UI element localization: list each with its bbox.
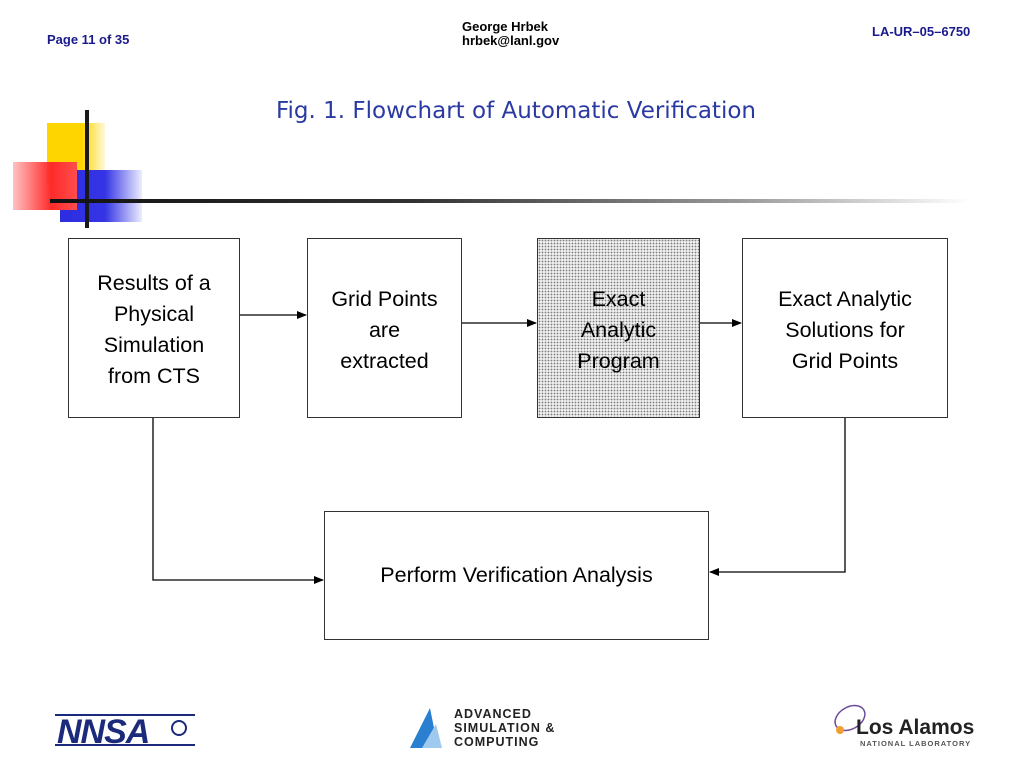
- nnsa-logo: NNSA: [55, 713, 195, 751]
- author-name: George Hrbek: [462, 19, 548, 34]
- asc-line3: COMPUTING: [454, 735, 539, 749]
- los-alamos-logo: Los Alamos NATIONAL LABORATORY: [834, 704, 974, 748]
- page-number: Page 11 of 35: [47, 32, 130, 47]
- node-perform-verification: Perform Verification Analysis: [324, 511, 709, 640]
- decor-vertical-rule: [85, 110, 89, 228]
- asc-logo: ADVANCED SIMULATION & COMPUTING: [410, 707, 555, 749]
- decor-horizontal-rule: [50, 199, 970, 203]
- node-results-of-simulation: Results of a Physical Simulation from CT…: [68, 238, 240, 418]
- nnsa-logo-text: NNSA: [57, 713, 149, 751]
- figure-title: Fig. 1. Flowchart of Automatic Verificat…: [275, 98, 756, 124]
- node-grid-points-extracted: Grid Points are extracted: [307, 238, 462, 418]
- node-label: Perform Verification Analysis: [380, 563, 653, 587]
- node-exact-analytic-program: Exact Analytic Program: [537, 238, 700, 418]
- arrow-results-to-perform: [152, 418, 324, 584]
- lanl-subtitle: NATIONAL LABORATORY: [860, 739, 971, 748]
- node-label: Grid Points are extracted: [331, 287, 438, 373]
- document-id: LA-UR–05–6750: [872, 24, 971, 39]
- node-exact-analytic-solutions: Exact Analytic Solutions for Grid Points: [742, 238, 948, 418]
- node-label: Exact Analytic Program: [577, 287, 660, 373]
- asc-line1: ADVANCED: [454, 707, 532, 721]
- lanl-name: Los Alamos: [856, 716, 974, 739]
- arrow-solutions-to-perform: [709, 418, 846, 576]
- node-label: Exact Analytic Solutions for Grid Points: [778, 287, 912, 373]
- node-label: Results of a Physical Simulation from CT…: [97, 271, 211, 388]
- author-email: hrbek@lanl.gov: [462, 33, 560, 48]
- atom-icon: [171, 720, 187, 736]
- author-block: George Hrbek hrbek@lanl.gov: [462, 20, 559, 48]
- asc-line2: SIMULATION &: [454, 721, 555, 735]
- orbit-icon: [834, 704, 866, 732]
